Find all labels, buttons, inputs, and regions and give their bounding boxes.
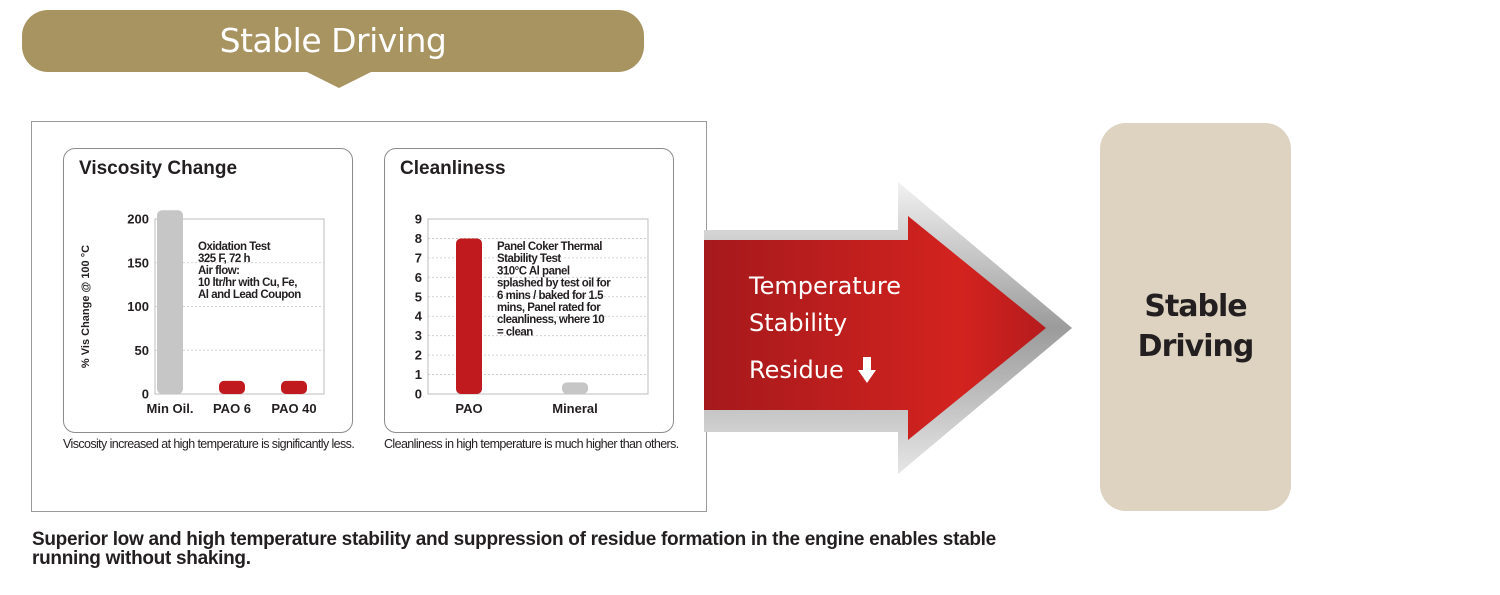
annotation-line: splashed by test oil for bbox=[497, 278, 611, 290]
y-tick-label: 1 bbox=[415, 367, 422, 382]
annotation-line: = clean bbox=[497, 326, 533, 338]
result-box: Stable Driving bbox=[1100, 123, 1291, 511]
bar bbox=[157, 210, 183, 394]
bar bbox=[456, 238, 482, 394]
arrow-line-1: Temperature bbox=[749, 272, 902, 300]
annotation-line: Air flow: bbox=[198, 265, 240, 277]
y-tick-label: 6 bbox=[415, 270, 422, 285]
cleanliness-caption: Cleanliness in high temperature is much … bbox=[384, 437, 679, 451]
y-tick-label: 2 bbox=[415, 348, 422, 363]
y-tick-label: 4 bbox=[415, 309, 423, 324]
y-axis-label: % Vis Change @ 100 °C bbox=[80, 245, 92, 368]
x-tick-label: PAO 40 bbox=[271, 401, 316, 416]
result-line-2: Driving bbox=[1137, 329, 1255, 364]
y-tick-label: 3 bbox=[415, 328, 422, 343]
viscosity-caption: Viscosity increased at high temperature … bbox=[63, 437, 355, 451]
x-tick-label: Min Oil. bbox=[147, 401, 194, 416]
y-tick-label: 0 bbox=[142, 387, 149, 402]
result-line-1: Stable bbox=[1144, 289, 1247, 324]
y-tick-label: 50 bbox=[135, 343, 149, 358]
annotation-line: cleanliness, where 10 bbox=[497, 314, 604, 326]
annotation-line: mins, Panel rated for bbox=[497, 302, 601, 314]
bar bbox=[219, 380, 245, 394]
footer-statement: Superior low and high temperature stabil… bbox=[32, 529, 996, 569]
temperature-stability-arrow bbox=[704, 182, 1072, 474]
cleanliness-title: Cleanliness bbox=[400, 158, 506, 179]
viscosity-title: Viscosity Change bbox=[79, 158, 238, 179]
y-tick-label: 9 bbox=[415, 212, 422, 227]
arrow-line-2: Stability bbox=[749, 309, 848, 337]
y-tick-label: 8 bbox=[415, 231, 422, 246]
annotation-line: 310°C Al panel bbox=[497, 265, 570, 277]
residue-label: Residue bbox=[749, 356, 876, 384]
x-tick-label: PAO bbox=[455, 401, 482, 416]
y-tick-label: 100 bbox=[127, 299, 149, 314]
annotation-line: Stability Test bbox=[497, 253, 561, 265]
result-text: Stable Driving bbox=[1100, 287, 1291, 367]
x-tick-label: PAO 6 bbox=[213, 401, 251, 416]
x-tick-label: Mineral bbox=[552, 401, 598, 416]
y-tick-label: 5 bbox=[415, 289, 422, 304]
down-arrow-icon bbox=[857, 357, 876, 383]
y-tick-label: 200 bbox=[127, 212, 149, 227]
section-banner: Stable Driving bbox=[22, 10, 644, 72]
y-tick-label: 150 bbox=[127, 255, 149, 270]
annotation-line: Al and Lead Coupon bbox=[198, 289, 301, 301]
y-tick-label: 0 bbox=[415, 387, 422, 402]
annotation-line: Panel Coker Thermal bbox=[497, 241, 602, 253]
annotation-line: 10 ltr/hr with Cu, Fe, bbox=[198, 277, 297, 289]
annotation-line: Oxidation Test bbox=[198, 241, 271, 253]
residue-text: Residue bbox=[749, 356, 844, 384]
banner-pointer bbox=[303, 70, 375, 88]
bar bbox=[562, 382, 588, 394]
plot-frame bbox=[427, 218, 649, 395]
bar bbox=[281, 380, 307, 394]
y-tick-label: 7 bbox=[415, 250, 422, 265]
annotation-line: 325 F, 72 h bbox=[198, 253, 251, 265]
banner-title: Stable Driving bbox=[219, 21, 447, 60]
arrow-red-body bbox=[704, 216, 1046, 440]
arrow-label: Temperature Stability bbox=[749, 268, 949, 342]
annotation-line: 6 mins / baked for 1.5 bbox=[497, 290, 604, 302]
